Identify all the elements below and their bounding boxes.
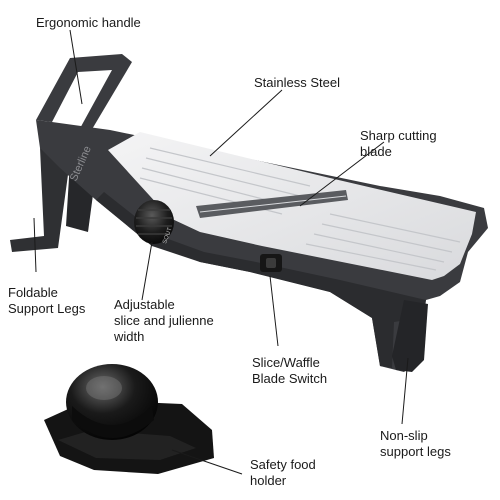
callout-legs-line-1: Foldable: [8, 285, 58, 300]
dial-mark: SOUT: [162, 227, 173, 245]
callout-adjustable-width: Adjustable slice and julienne width: [114, 297, 214, 345]
callout-adjust-line-2: slice and julienne: [114, 313, 214, 328]
callout-safety-food-holder: Safety food holder: [250, 457, 316, 489]
callout-sharp-cutting-blade: Sharp cutting blade: [360, 128, 437, 160]
non-slip-support-leg: [392, 300, 428, 372]
callout-foldable-support-legs: Foldable Support Legs: [8, 285, 85, 317]
safety-food-holder: [44, 364, 214, 474]
callout-adjust-line-1: Adjustable: [114, 297, 175, 312]
callout-holder-line-1: Safety food: [250, 457, 316, 472]
callout-nonslip-line-2: support legs: [380, 444, 451, 459]
callout-nonslip-line-1: Non-slip: [380, 428, 428, 443]
callout-ergonomic-handle-text: Ergonomic handle: [36, 15, 141, 30]
callout-holder-line-2: holder: [250, 473, 287, 488]
callout-ergonomic-handle: Ergonomic handle: [36, 15, 141, 31]
callout-switch-line-2: Blade Switch: [252, 371, 328, 386]
callout-switch-line-1: Slice/Waffle: [252, 355, 320, 370]
ergonomic-handle: [36, 54, 132, 136]
callout-adjust-line-3: width: [114, 329, 145, 344]
callout-blade-line-1: Sharp cutting: [360, 128, 437, 143]
callout-leaders: [33, 29, 409, 475]
foldable-support-leg: [10, 148, 70, 252]
callout-legs-line-2: Support Legs: [8, 301, 86, 316]
callout-blade-line-2: blade: [360, 144, 392, 159]
callout-stainless-steel: Stainless Steel: [254, 75, 340, 91]
callout-non-slip-legs: Non-slip support legs: [380, 428, 451, 460]
callout-slice-waffle-switch: Slice/Waffle Blade Switch: [252, 355, 327, 387]
plate-grooves: [139, 147, 461, 271]
blade-edge: [199, 195, 347, 213]
adjustable-width-dial[interactable]: [134, 200, 174, 244]
dial-ridges: [136, 209, 172, 235]
switch-grip: [266, 258, 276, 268]
callout-stainless-steel-text: Stainless Steel: [254, 75, 340, 90]
